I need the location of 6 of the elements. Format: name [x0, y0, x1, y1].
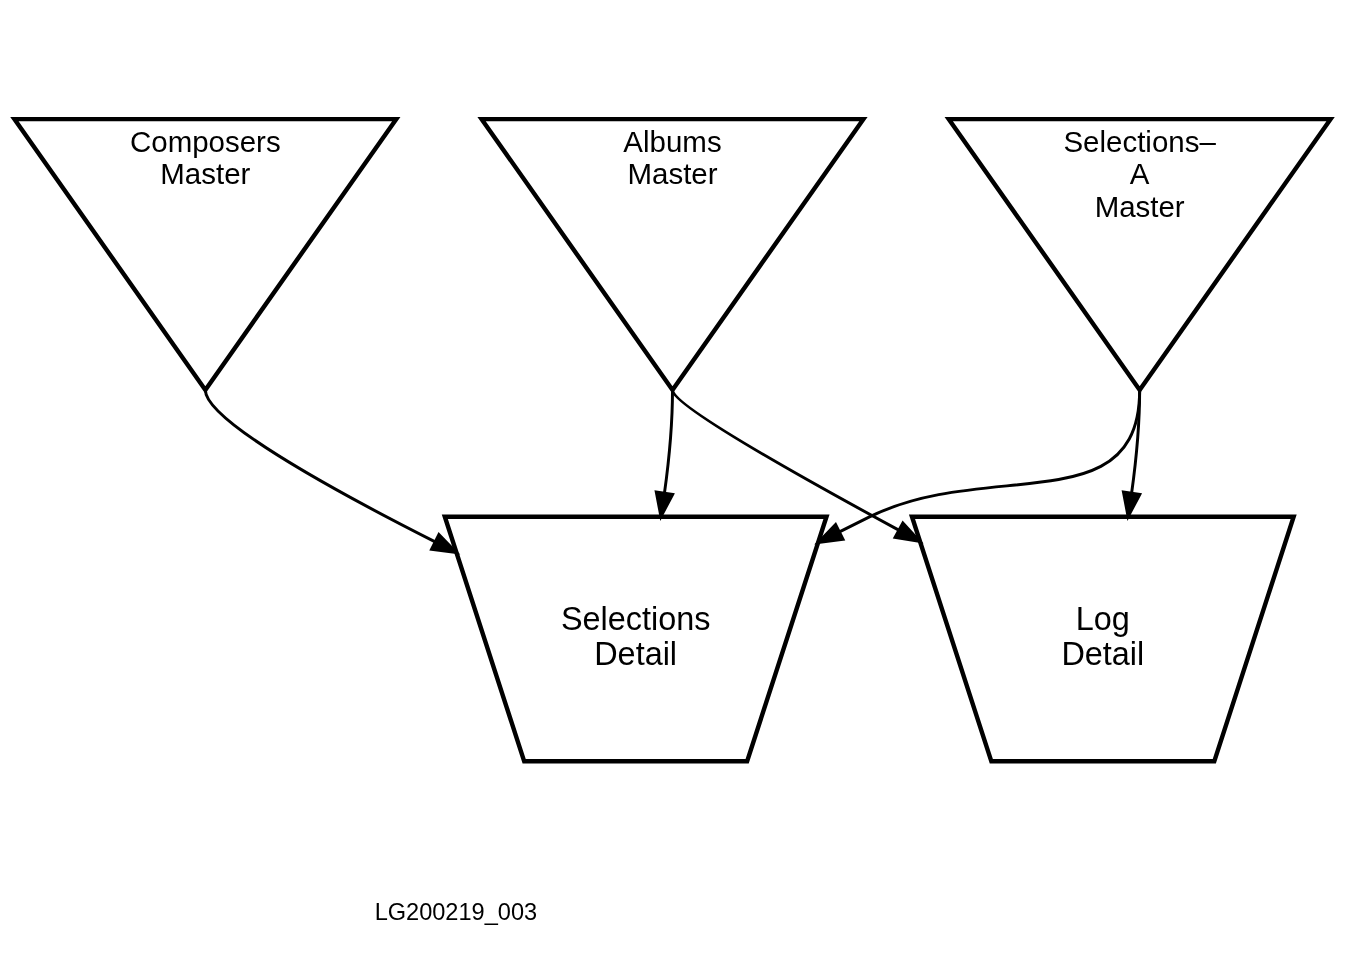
arrow — [1121, 389, 1143, 521]
arrow — [654, 389, 675, 521]
arrow — [671, 389, 924, 544]
arrow — [203, 389, 461, 555]
arrow — [814, 389, 1142, 545]
label: LG200219_003 — [374, 899, 538, 926]
